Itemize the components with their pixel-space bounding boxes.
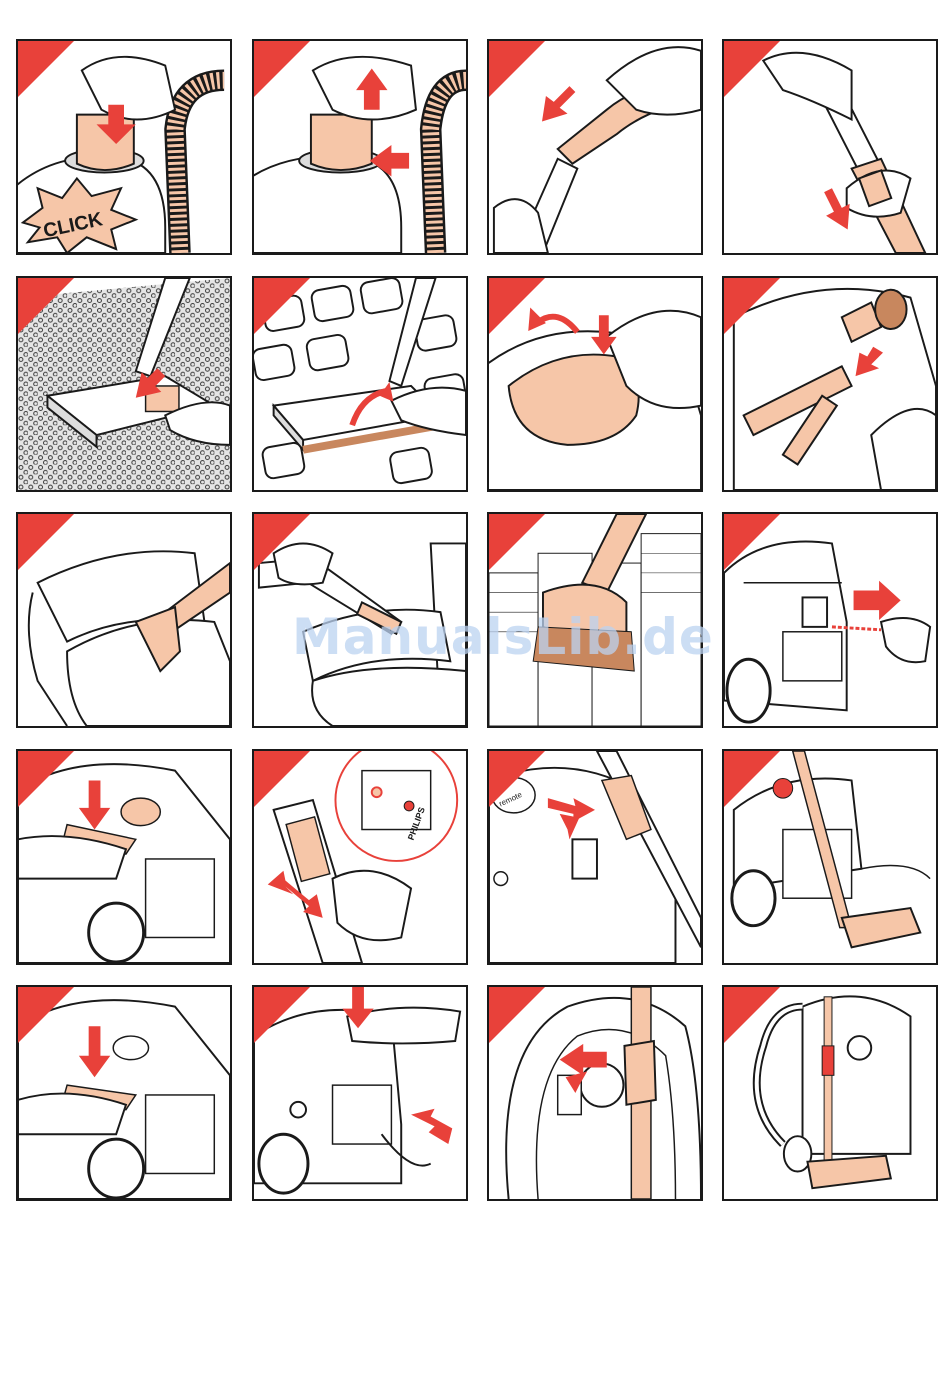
step-panel-5 xyxy=(16,276,232,492)
step-panel-1: CLICK xyxy=(16,39,232,255)
corner-marker xyxy=(18,41,74,97)
step-panel-16 xyxy=(722,749,938,965)
corner-marker xyxy=(724,514,780,570)
step-panel-4 xyxy=(722,39,938,255)
step-panel-3 xyxy=(487,39,703,255)
step-panel-17 xyxy=(16,985,232,1201)
corner-marker xyxy=(18,751,74,807)
corner-marker xyxy=(489,41,545,97)
step-panel-15: remote xyxy=(487,749,703,965)
step-panel-8 xyxy=(722,276,938,492)
corner-marker xyxy=(724,41,780,97)
step-panel-19 xyxy=(487,985,703,1201)
corner-marker xyxy=(18,987,74,1043)
corner-marker xyxy=(18,278,74,334)
step-panel-2 xyxy=(252,39,468,255)
corner-marker xyxy=(254,514,310,570)
corner-marker xyxy=(489,751,545,807)
corner-marker xyxy=(724,278,780,334)
step-panel-9 xyxy=(16,512,232,728)
corner-marker xyxy=(489,987,545,1043)
step-panel-18 xyxy=(252,985,468,1201)
step-panel-14: PHILIPS xyxy=(252,749,468,965)
step-panel-7 xyxy=(487,276,703,492)
step-panel-20 xyxy=(722,985,938,1201)
step-panel-6 xyxy=(252,276,468,492)
corner-marker xyxy=(489,514,545,570)
corner-marker xyxy=(254,751,310,807)
corner-marker xyxy=(489,278,545,334)
corner-marker xyxy=(254,987,310,1043)
corner-marker xyxy=(254,41,310,97)
step-panel-10 xyxy=(252,512,468,728)
corner-marker xyxy=(724,987,780,1043)
corner-marker xyxy=(254,278,310,334)
step-panel-11 xyxy=(487,512,703,728)
corner-marker xyxy=(724,751,780,807)
corner-marker xyxy=(18,514,74,570)
step-panel-13 xyxy=(16,749,232,965)
step-panel-12 xyxy=(722,512,938,728)
